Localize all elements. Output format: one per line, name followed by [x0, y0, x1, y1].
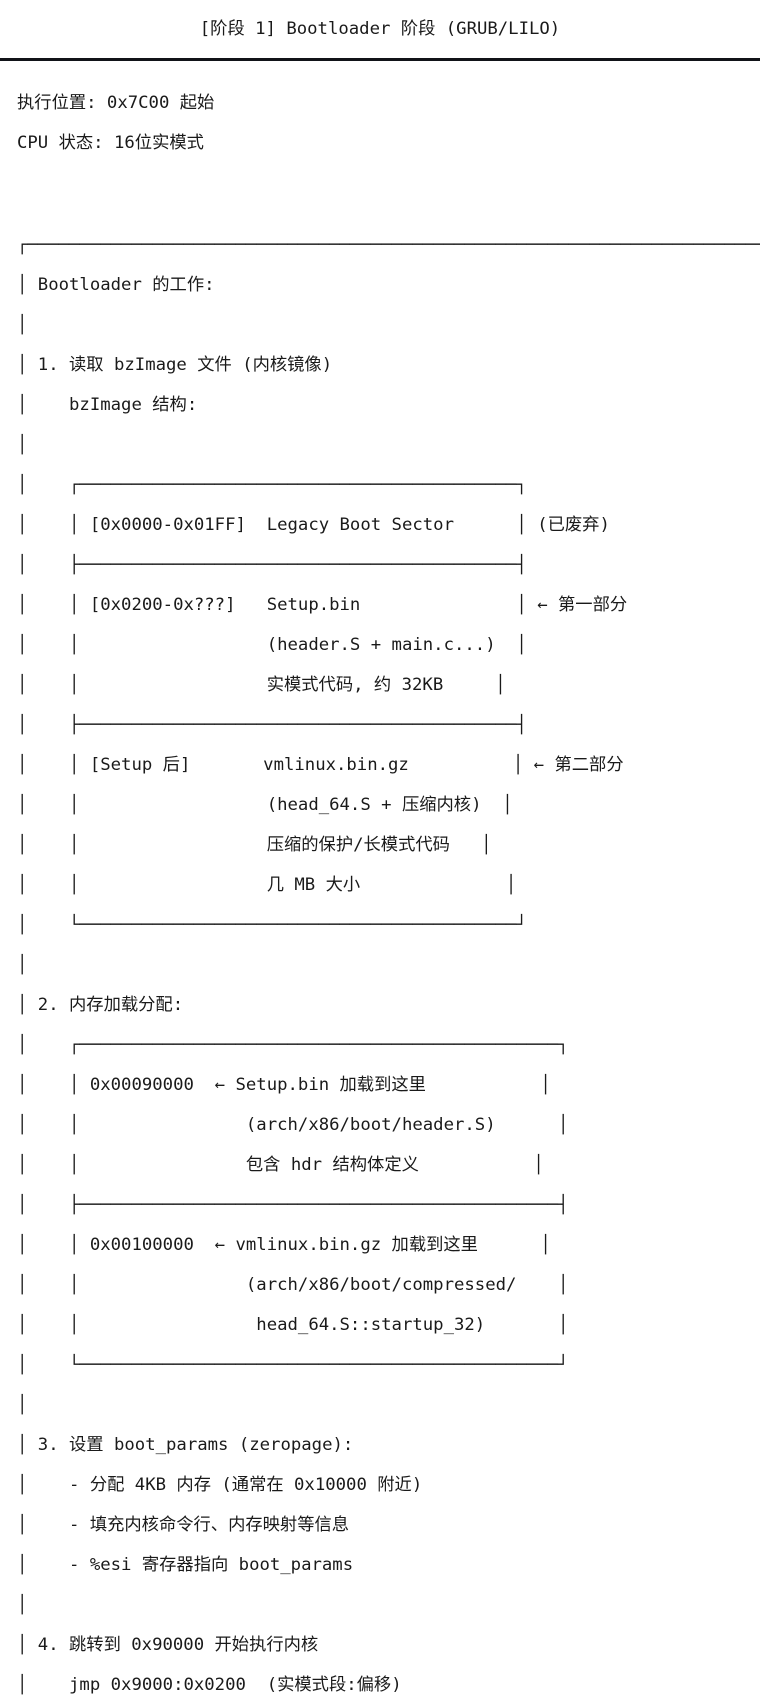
- diagram-line: │: [17, 435, 28, 455]
- diagram-line: │ Bootloader 的工作:: [17, 275, 215, 295]
- diagram-line: │: [17, 955, 28, 975]
- diagram-line: │ │ 实模式代码, 约 32KB │: [17, 675, 506, 695]
- diagram-line: │ ├─────────────────────────────────────…: [17, 555, 527, 575]
- diagram-line: │: [17, 1395, 28, 1415]
- diagram-line: │: [17, 315, 28, 335]
- diagram-top-border: ┌───────────────────────────────────────…: [17, 235, 760, 255]
- diagram-line: │ bzImage 结构:: [17, 395, 198, 415]
- diagram-line: │ │ 包含 hdr 结构体定义 │: [17, 1155, 544, 1175]
- diagram-line: │ 1. 读取 bzImage 文件 (内核镜像): [17, 355, 333, 375]
- diagram-line: │ │ [Setup 后] vmlinux.bin.gz │ ← 第二部分: [17, 755, 624, 775]
- diagram-line: │ ┌─────────────────────────────────────…: [17, 475, 527, 495]
- diagram-line: │: [17, 1595, 28, 1615]
- diagram-line: │ ├─────────────────────────────────────…: [17, 1195, 569, 1215]
- meta-block: 执行位置: 0x7C00 起始 CPU 状态: 16位实模式: [0, 61, 760, 163]
- diagram-line: │ │ (arch/x86/boot/header.S) │: [17, 1115, 569, 1135]
- ascii-diagram: ┌───────────────────────────────────────…: [0, 225, 760, 1705]
- diagram-line: │ │ [0x0000-0x01FF] Legacy Boot Sector │…: [17, 515, 610, 535]
- diagram-line: │ 4. 跳转到 0x90000 开始执行内核: [17, 1635, 319, 1655]
- diagram-line: │ 2. 内存加载分配:: [17, 995, 184, 1015]
- diagram-line: │ jmp 0x9000:0x0200 (实模式段:偏移): [17, 1675, 402, 1695]
- cpu-state-line: CPU 状态: 16位实模式: [17, 133, 204, 153]
- diagram-line: │ │ (arch/x86/boot/compressed/ │: [17, 1275, 569, 1295]
- diagram-line: │ - 填充内核命令行、内存映射等信息: [17, 1515, 350, 1535]
- page-header: [阶段 1] Bootloader 阶段 (GRUB/LILO): [0, 0, 760, 58]
- diagram-line: │ │ 压缩的保护/长模式代码 │: [17, 835, 492, 855]
- page-title: [阶段 1] Bootloader 阶段 (GRUB/LILO): [199, 19, 561, 39]
- diagram-line: │ │ 0x00090000 ← Setup.bin 加载到这里 │: [17, 1075, 551, 1095]
- diagram-line: │ │ (header.S + main.c...) │: [17, 635, 527, 655]
- diagram-line: │ │ head_64.S::startup_32) │: [17, 1315, 569, 1335]
- diagram-line: │ └─────────────────────────────────────…: [17, 1355, 569, 1375]
- diagram-line: │ 3. 设置 boot_params (zeropage):: [17, 1435, 354, 1455]
- diagram-line: │ └─────────────────────────────────────…: [17, 915, 527, 935]
- diagram-line: │ - 分配 4KB 内存 (通常在 0x10000 附近): [17, 1475, 423, 1495]
- diagram-line: │ ┌─────────────────────────────────────…: [17, 1035, 569, 1055]
- diagram-line: │ │ [0x0200-0x???] Setup.bin │ ← 第一部分: [17, 595, 628, 615]
- diagram-line: │ │ 几 MB 大小 │: [17, 875, 517, 895]
- diagram-line: │ ├─────────────────────────────────────…: [17, 715, 527, 735]
- diagram-line: │ │ (head_64.S + 压缩内核) │: [17, 795, 513, 815]
- diagram-line: │ │ 0x00100000 ← vmlinux.bin.gz 加载到这里 │: [17, 1235, 551, 1255]
- exec-location-line: 执行位置: 0x7C00 起始: [17, 93, 215, 113]
- header-separator: [0, 58, 760, 61]
- diagram-block: ┌───────────────────────────────────────…: [0, 225, 760, 1705]
- diagram-line: │ - %esi 寄存器指向 boot_params: [17, 1555, 354, 1575]
